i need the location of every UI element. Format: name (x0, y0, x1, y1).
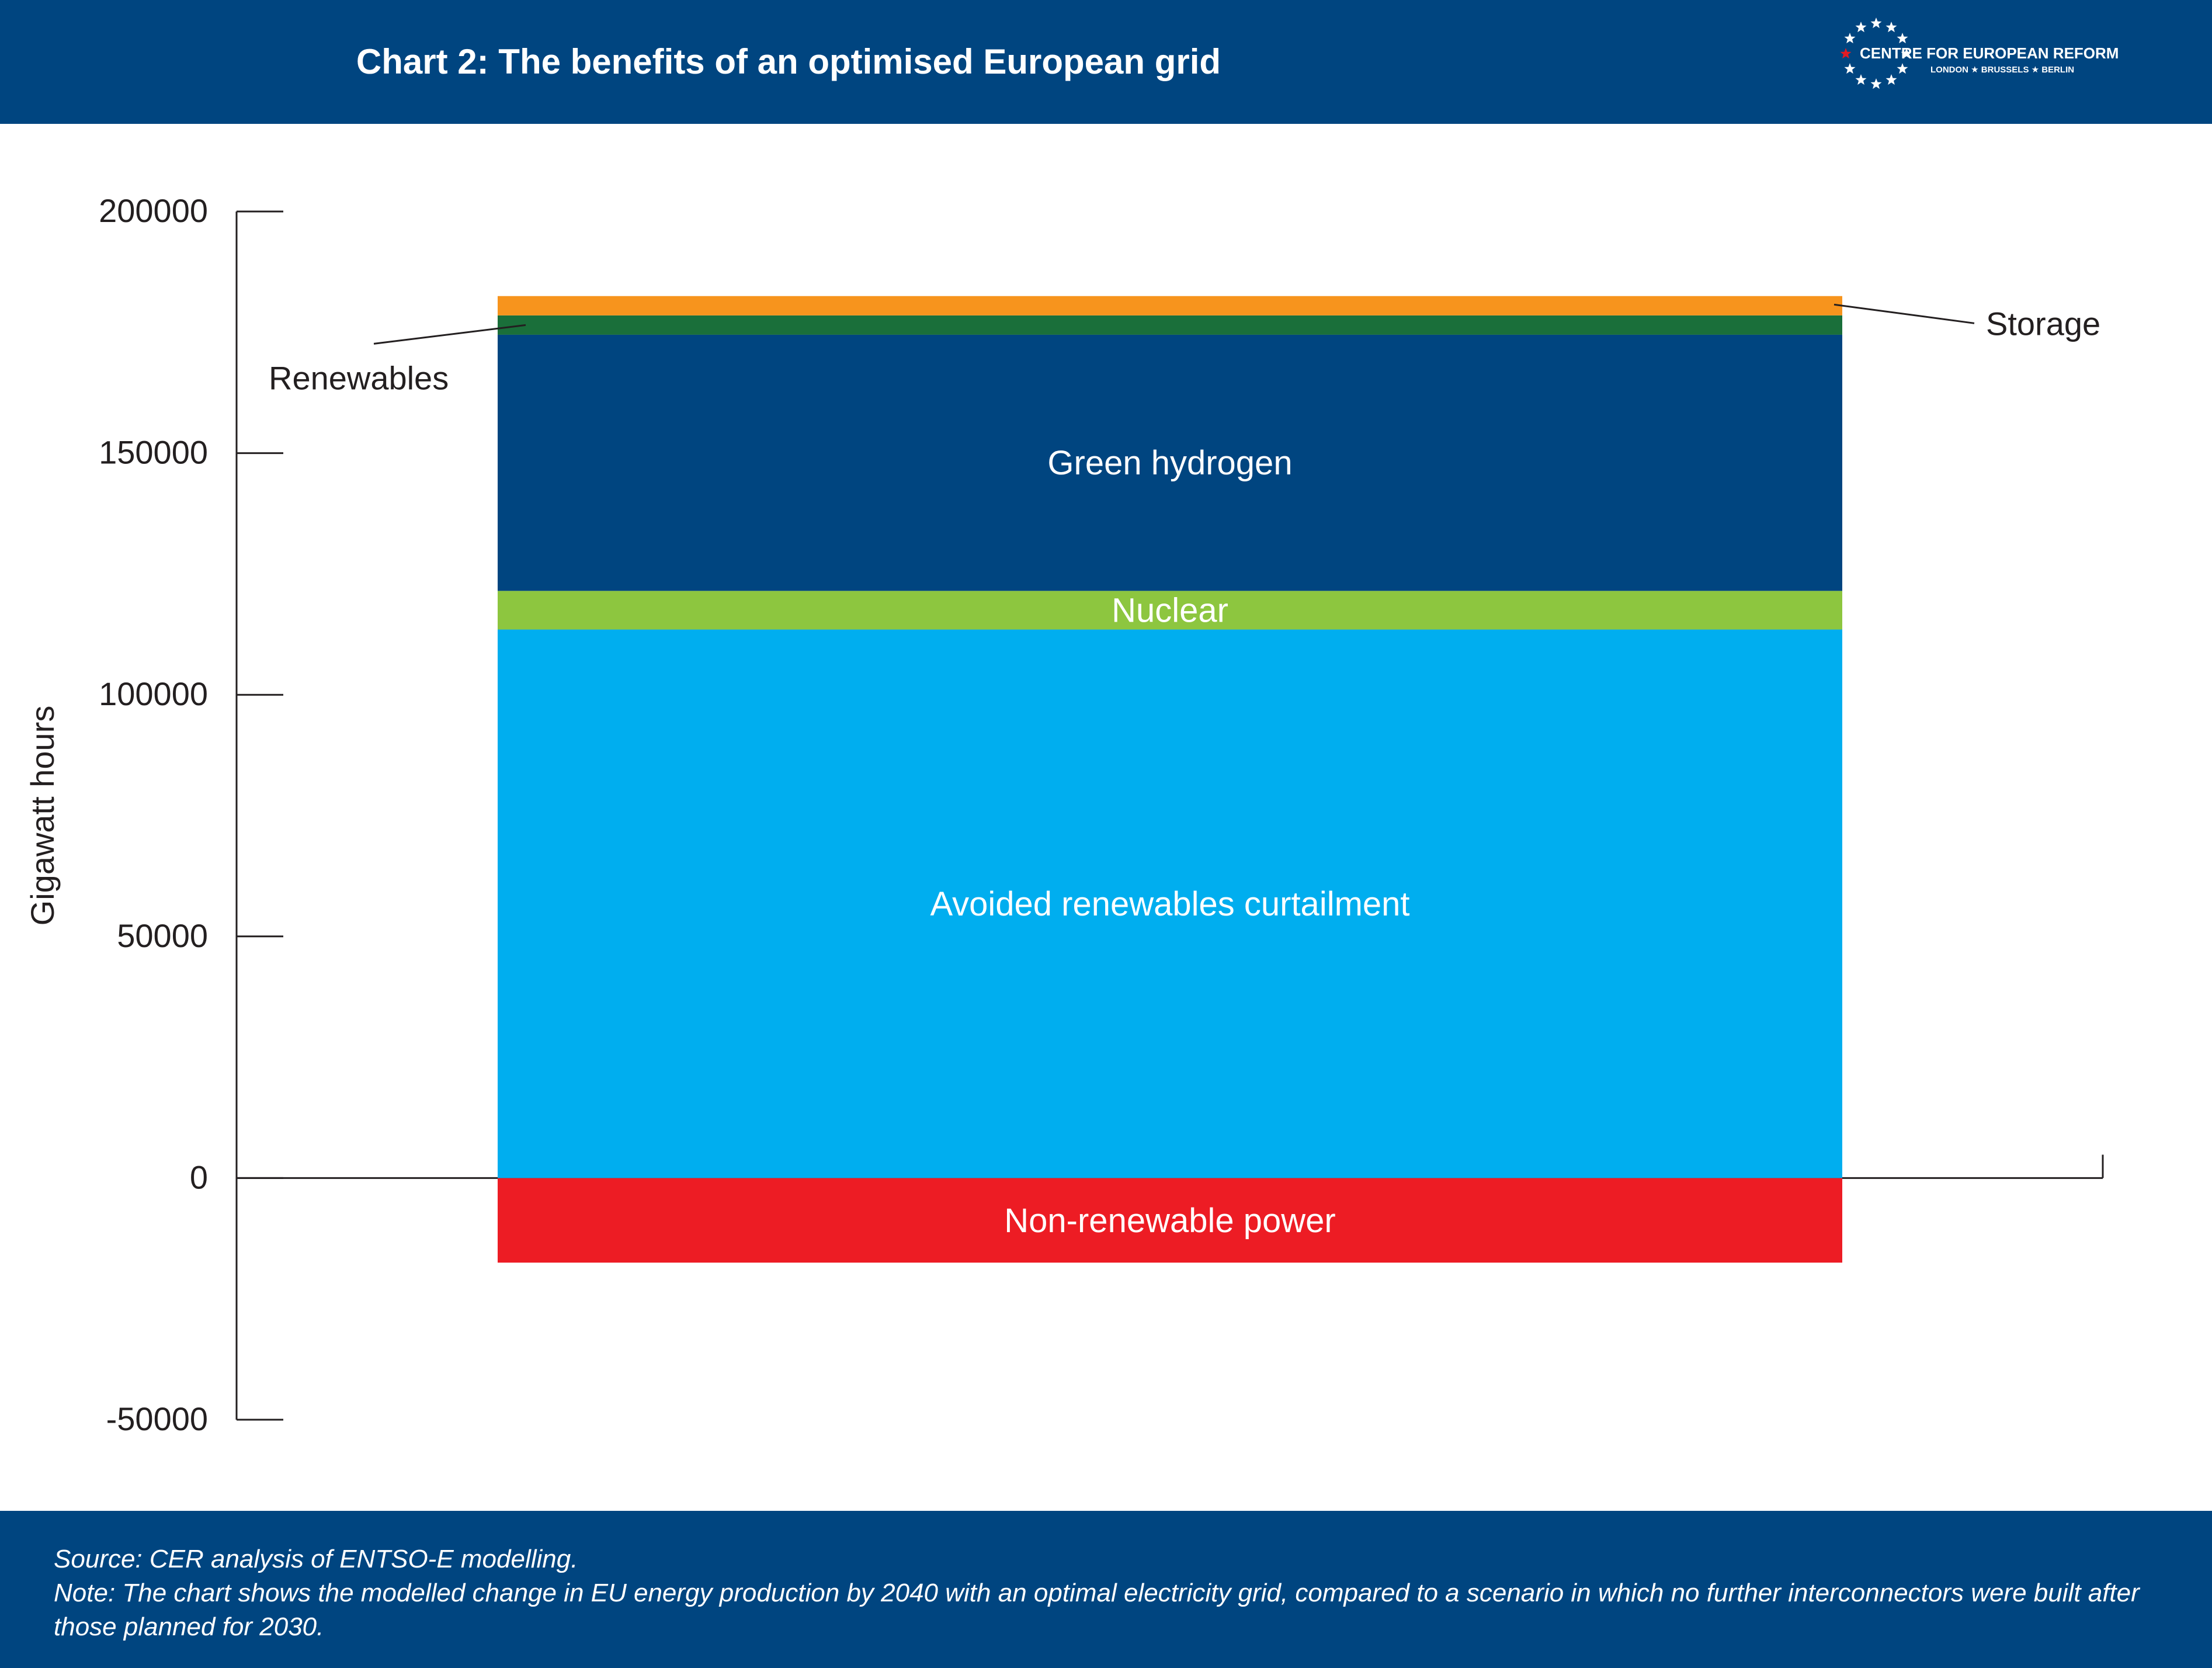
chart-footer: Source: CER analysis of ENTSO-E modellin… (0, 1511, 2212, 1668)
segment-label-renewables: Renewables (269, 359, 449, 396)
chart-header: Chart 2: The benefits of an optimised Eu… (0, 0, 2212, 124)
logo-star (1897, 33, 1908, 44)
chart-title: Chart 2: The benefits of an optimised Eu… (356, 42, 1221, 81)
logo-star (1870, 78, 1882, 89)
segment-label-green-hydrogen: Green hydrogen (1047, 444, 1292, 482)
bar-segment-avoided-renewables-curtailment (498, 629, 1842, 1178)
bar-segment-nuclear (498, 591, 1842, 630)
segment-label-nuclear: Nuclear (1112, 591, 1228, 629)
segment-label-non-renewable-power: Non-renewable power (1004, 1202, 1335, 1240)
chart-note: Note: The chart shows the modelled chang… (54, 1579, 2140, 1641)
stacked-bar-chart: 200000 150000 100000 50000 0 -50000 Gigawatt h… (24, 192, 2104, 1437)
logo-star (1897, 63, 1908, 74)
y-tick-label: -50000 (106, 1400, 208, 1437)
logo-star (1885, 22, 1897, 33)
y-tick-label: 150000 (99, 434, 208, 471)
bar-segment-renewables (498, 315, 1842, 335)
logo-name: CENTRE FOR EUROPEAN REFORM (1860, 44, 2119, 62)
leader-line-renewables (373, 324, 526, 345)
chart-bars (498, 296, 1842, 1263)
source-note: Source: CER analysis of ENTSO-E modellin… (54, 1545, 578, 1573)
y-tick-label: 100000 (99, 675, 208, 712)
logo-star (1844, 63, 1856, 74)
cer-logo: CENTRE FOR EUROPEAN REFORM LONDON ★ BRUS… (1840, 12, 2120, 99)
logo-star (1901, 48, 1910, 59)
leader-line-storage (1834, 303, 1975, 324)
bar-segment-green-hydrogen (498, 334, 1842, 591)
logo-star (1855, 22, 1867, 33)
y-axis-title: Gigawatt hours (24, 706, 61, 926)
bar-segment-storage (498, 296, 1842, 315)
logo-star (1844, 33, 1856, 44)
logo-star (1855, 74, 1867, 85)
chart-labels: Non-renewable power Avoided renewables cu… (269, 303, 2100, 1240)
segment-label-avoided-renewables-curtailment: Avoided renewables curtailment (930, 885, 1409, 923)
logo-star (1870, 18, 1882, 29)
logo-star (1840, 48, 1852, 59)
y-tick-label: 200000 (99, 192, 208, 229)
segment-label-storage: Storage (1986, 305, 2100, 342)
bar-segment-non-renewable-power (498, 1178, 1842, 1263)
logo-star (1885, 74, 1897, 85)
y-tick-label: 50000 (117, 917, 208, 954)
y-tick-label: 0 (190, 1159, 208, 1195)
star-ring-icon (1840, 18, 1910, 89)
logo-cities: LONDON ★ BRUSSELS ★ BERLIN (1930, 65, 2075, 75)
